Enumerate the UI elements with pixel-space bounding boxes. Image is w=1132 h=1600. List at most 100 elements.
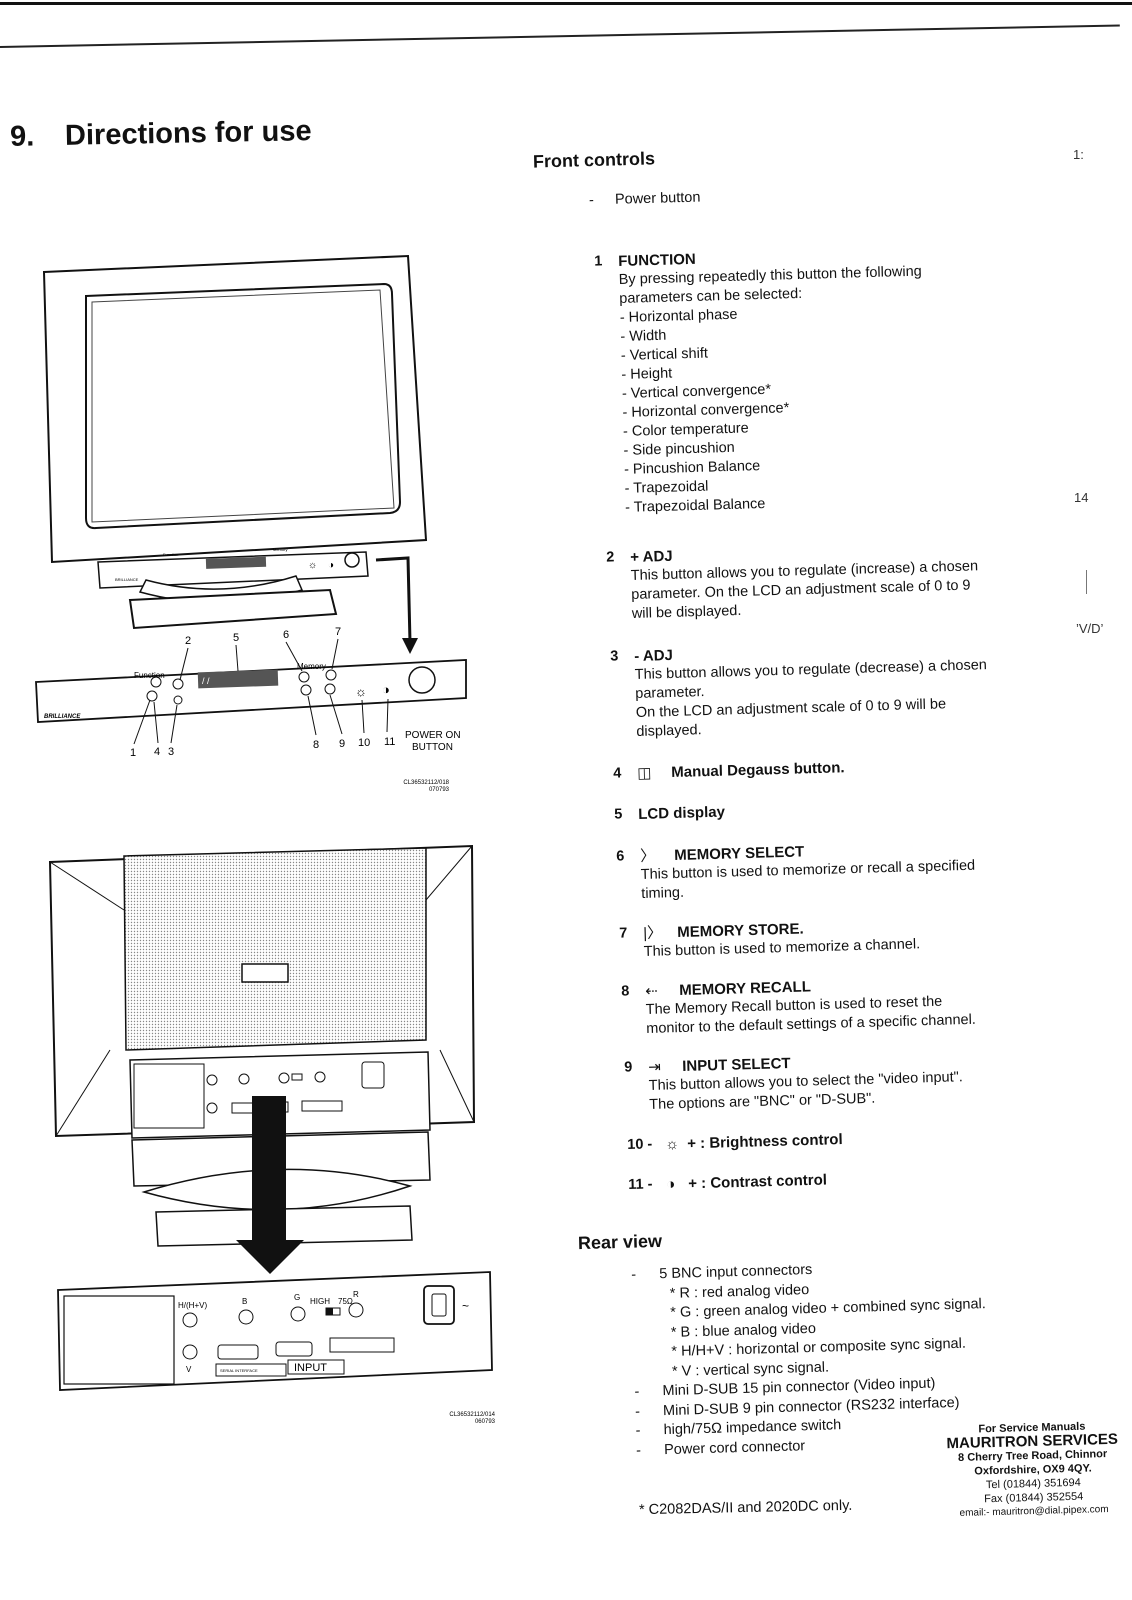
memory-recall-button xyxy=(300,684,312,696)
brightness-button-icon: ☼ xyxy=(355,684,367,699)
label-r: R xyxy=(353,1290,359,1299)
item-number: 5 xyxy=(614,806,623,823)
item-number: 6 xyxy=(616,848,625,865)
label-75: 75Ω xyxy=(338,1297,353,1306)
ac-symbol: ~ xyxy=(462,1299,469,1313)
rear-monitor-figure: H/(H+V) B G HIGH 75Ω R ~ V SERIAL INTERF… xyxy=(48,844,496,1425)
bnc-small xyxy=(206,1074,218,1086)
rear-dash: - xyxy=(635,1422,641,1439)
control-item-function: 1 FUNCTION By pressing repeatedly this b… xyxy=(594,241,1005,518)
control-item-memory-recall: 8 ⇠MEMORY RECALL The Memory Recall butto… xyxy=(621,971,1046,1039)
control-item-contrast: 11 - ◑+ : Contrast control xyxy=(628,1164,1046,1194)
callout-number: 9 xyxy=(339,738,345,750)
item-number: 1 xyxy=(594,253,603,270)
degauss-icon: ◫ xyxy=(637,764,652,782)
figure-code-2: 070793 xyxy=(429,787,450,793)
rear-text: high/75Ω impedance switch xyxy=(663,1417,842,1439)
function-label: Function xyxy=(134,671,165,680)
blank-plate xyxy=(63,1295,175,1385)
control-item-input-select: 9 ⇥INPUT SELECT This button allows you t… xyxy=(624,1047,1049,1115)
item-title: LCD display xyxy=(638,803,726,823)
casing-edge xyxy=(425,845,473,901)
rear-text: * V : vertical sync signal. xyxy=(671,1359,830,1380)
bnc-small xyxy=(238,1073,250,1085)
item-title: + : Contrast control xyxy=(688,1171,828,1193)
arrow-head xyxy=(402,638,418,654)
memory-select-icon: 〉 xyxy=(640,847,656,865)
casing-edge xyxy=(49,861,125,911)
degauss-button xyxy=(146,690,158,702)
callout-line xyxy=(386,698,389,733)
input-select-icon: ⇥ xyxy=(648,1058,662,1076)
item-number: 8 xyxy=(621,983,630,1000)
callout-number: 7 xyxy=(335,626,341,638)
section-number: 9. xyxy=(9,120,35,153)
rear-text: * R : red analog video xyxy=(669,1281,810,1302)
connector-panel-small xyxy=(129,1051,431,1139)
callout-number: 1 xyxy=(130,747,136,759)
label-v: V xyxy=(186,1365,192,1374)
margin-cut-text: ’V/D’ xyxy=(1076,621,1104,636)
function-label-small: Function xyxy=(163,552,178,557)
power-button-line: -Power button xyxy=(588,189,701,209)
rear-panel-enlarged xyxy=(57,1271,493,1391)
top-rule xyxy=(0,2,1132,5)
label-b: B xyxy=(242,1297,247,1306)
contrast-icon: ◑ xyxy=(666,1175,676,1193)
callout-number: 10 xyxy=(358,737,370,749)
item-title: MEMORY STORE. xyxy=(677,920,804,942)
brand-small: BRILLIANCE xyxy=(115,577,139,582)
blank-plate-small xyxy=(133,1063,205,1129)
figure-code-1: CL36532112/014 xyxy=(449,1412,495,1418)
contrast-button-icon: ◑ xyxy=(382,682,390,697)
front-panel-enlarged xyxy=(35,659,467,723)
rear-dash: - xyxy=(634,1383,640,1400)
callout-number: 11 xyxy=(384,736,395,748)
callout-line xyxy=(235,644,239,672)
memory-label: Memory xyxy=(297,662,326,671)
label-hhv: H/(H+V) xyxy=(178,1301,207,1310)
stand-base xyxy=(128,588,338,630)
memory-store-icon: |〉 xyxy=(643,924,663,942)
rear-text: Power cord connector xyxy=(663,1437,806,1458)
bnc-small xyxy=(314,1071,326,1083)
control-item-memory-select: 6 〉MEMORY SELECT This button is used to … xyxy=(616,836,1041,904)
callout-line xyxy=(285,641,303,672)
item-title: INPUT SELECT xyxy=(682,1055,791,1076)
impedance-switch-knob xyxy=(326,1308,333,1315)
front-controls-title: Front controls xyxy=(532,148,656,172)
casing-edge xyxy=(55,1049,111,1137)
lcd-enlarged xyxy=(197,669,279,689)
callout-line xyxy=(329,694,343,735)
label-g: G xyxy=(294,1293,300,1302)
casing-edge xyxy=(439,1049,475,1123)
rear-dash: - xyxy=(635,1442,642,1459)
power-button-small xyxy=(344,552,360,568)
arrow-line xyxy=(375,556,412,643)
plus-adj-button xyxy=(172,678,184,690)
item-number: 2 xyxy=(606,549,615,566)
top-rule-2 xyxy=(0,24,1120,48)
bnc-connector-g xyxy=(290,1306,306,1322)
section-title: Directions for use xyxy=(64,115,312,152)
dsub-small xyxy=(301,1100,343,1112)
power-cord-inner xyxy=(431,1293,447,1317)
control-item-memory-store: 7 |〉MEMORY STORE. This button is used to… xyxy=(619,913,1044,962)
brightness-icon-small: ☼ xyxy=(308,560,317,571)
memory-store-button xyxy=(325,669,337,681)
bnc-small xyxy=(206,1102,218,1114)
rear-vent-area xyxy=(123,847,427,1051)
power-on-label-2: BUTTON xyxy=(412,742,453,753)
power-on-button xyxy=(408,666,436,694)
margin-mark xyxy=(1086,570,1101,594)
lcd-small xyxy=(205,556,267,569)
control-item-degauss: 4 ◫Manual Degauss button. xyxy=(613,753,1017,783)
control-item-brightness: 10 - ☼+ : Brightness control xyxy=(627,1124,1045,1154)
callout-line xyxy=(133,699,151,745)
power-cord-connector xyxy=(423,1285,455,1325)
item-number: 7 xyxy=(619,925,628,942)
callout-line xyxy=(331,638,339,670)
function-button xyxy=(150,676,162,688)
control-item-lcd: 5 LCD display xyxy=(614,794,1018,824)
big-down-arrow xyxy=(236,1096,304,1274)
